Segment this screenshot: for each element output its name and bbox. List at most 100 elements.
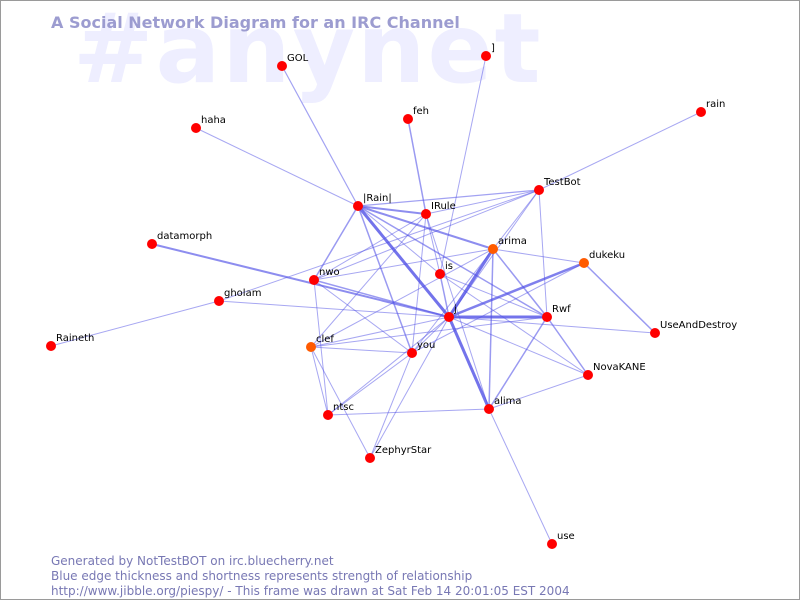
edge-j-ntsc — [327, 316, 450, 416]
node-clef[interactable] — [306, 342, 316, 352]
node-label-you: you — [417, 340, 435, 351]
diagram-title: A Social Network Diagram for an IRC Chan… — [51, 13, 460, 32]
edge-datamorph-j — [151, 243, 450, 318]
footer-generated-line: Generated by NotTestBOT on irc.bluecherr… — [51, 554, 334, 568]
edge-Rain-TestBot — [357, 189, 540, 207]
edge-IRule-you — [411, 213, 427, 354]
nodes-layer: GOL]fehhaharain|Rain|IRuleTestBotdatamor… — [46, 43, 737, 549]
edge-Rain-IRule — [357, 205, 427, 215]
edge-rbracket-is — [439, 55, 487, 275]
node-rain[interactable] — [696, 107, 706, 117]
node-TestBot[interactable] — [534, 185, 544, 195]
node-IRule[interactable] — [421, 209, 431, 219]
footer-legend-line: Blue edge thickness and shortness repres… — [51, 569, 473, 583]
node-label-arima: arima — [498, 236, 527, 247]
node-label-datamorph: datamorph — [157, 231, 212, 242]
edge-nwo-you — [313, 279, 413, 354]
node-label-Rwf: Rwf — [552, 304, 571, 315]
edge-TestBot-arima — [492, 189, 540, 250]
node-label-j: j — [453, 304, 457, 315]
edge-Rain-you — [357, 205, 413, 354]
edge-Rain-haha — [195, 127, 359, 207]
node-label-ntsc: ntsc — [333, 402, 354, 413]
node-dukeku[interactable] — [579, 258, 589, 268]
node-feh[interactable] — [403, 114, 413, 124]
node-label-rain: rain — [706, 99, 725, 110]
node-label-haha: haha — [201, 115, 226, 126]
node-j[interactable] — [444, 312, 454, 322]
edge-clef-ZephyrStar — [310, 346, 371, 459]
edge-arima-clef — [310, 248, 494, 348]
edge-Rain-GOL — [281, 65, 359, 207]
edge-j-Rain — [356, 205, 451, 318]
edge-Rain-arima — [357, 205, 494, 250]
edge-j-clef — [310, 316, 450, 348]
edge-clef-ntsc — [310, 346, 329, 416]
node-nwo[interactable] — [309, 275, 319, 285]
edge-arima-Rwf — [492, 248, 548, 318]
node-label-clef: clef — [316, 334, 334, 345]
footer-timestamp-line[interactable]: http://www.jibble.org/piespy/ - This fra… — [51, 584, 570, 598]
node-Rwf[interactable] — [542, 312, 552, 322]
edge-arima-dukeku — [492, 248, 585, 264]
node-label-GOL: GOL — [287, 53, 309, 64]
node-label-NovaKANE: NovaKANE — [593, 362, 646, 373]
node-use[interactable] — [547, 539, 557, 549]
edge-TestBot-nwo — [313, 189, 540, 281]
edge-j-alima — [447, 316, 491, 410]
node-UseAndDestroy[interactable] — [650, 328, 660, 338]
node-label-UseAndDestroy: UseAndDestroy — [660, 320, 737, 331]
edge-TestBot-Rwf — [538, 189, 548, 318]
edge-IRule-TestBot — [425, 189, 540, 215]
edge-j-you — [411, 316, 450, 354]
edge-is-Rwf — [439, 273, 548, 318]
node-arima[interactable] — [488, 244, 498, 254]
node-alima[interactable] — [484, 404, 494, 414]
node-label-use: use — [557, 531, 575, 542]
edge-alima-use — [488, 408, 553, 545]
edge-dukeku-UseAndDestroy — [583, 262, 656, 334]
node-label-is: is — [445, 261, 453, 272]
edge-IRule-alima — [425, 213, 490, 410]
edge-Rain-is — [357, 205, 441, 275]
node-label-Rain: |Rain| — [363, 193, 392, 204]
edge-alima-ntsc — [327, 408, 490, 416]
node-GOL[interactable] — [277, 61, 287, 71]
node-ZephyrStar[interactable] — [365, 453, 375, 463]
edge-gholam-TestBot — [218, 189, 540, 302]
edge-Rwf-alima — [488, 316, 548, 410]
edge-is-j — [439, 273, 450, 318]
node-label-dukeku: dukeku — [589, 250, 625, 261]
edge-j-arima — [447, 248, 495, 318]
edge-clef-you — [310, 346, 413, 354]
edge-Rwf-NovaKANE — [546, 316, 589, 376]
node-haha[interactable] — [191, 123, 201, 133]
edge-IRule-is — [425, 213, 441, 275]
node-gholam[interactable] — [214, 296, 224, 306]
node-label-TestBot: TestBot — [543, 177, 581, 188]
node-label-feh: feh — [413, 106, 429, 117]
node-you[interactable] — [407, 348, 417, 358]
edge-Rwf-clef — [310, 316, 548, 348]
node-is[interactable] — [435, 269, 445, 279]
edge-you-ZephyrStar — [369, 352, 413, 459]
edges-layer — [50, 55, 702, 545]
node-ntsc[interactable] — [323, 410, 333, 420]
edge-is-NovaKANE — [439, 273, 589, 376]
edge-alima-NovaKANE — [488, 374, 589, 410]
edge-dukeku-you — [411, 262, 585, 354]
node-datamorph[interactable] — [147, 239, 157, 249]
node-NovaKANE[interactable] — [583, 370, 593, 380]
node-label-rbracket: ] — [491, 43, 495, 54]
node-Raineth[interactable] — [46, 341, 56, 351]
node-rbracket[interactable] — [481, 51, 491, 61]
edge-you-ntsc — [327, 352, 413, 416]
edge-IRule-nwo — [313, 213, 427, 281]
edge-gholam-Raineth — [50, 300, 220, 347]
edge-arima-alima — [488, 248, 494, 410]
edge-rain-TestBot — [538, 111, 702, 191]
node-Rain[interactable] — [353, 201, 363, 211]
edge-nwo-arima — [313, 248, 494, 281]
node-label-alima: alima — [494, 396, 522, 407]
